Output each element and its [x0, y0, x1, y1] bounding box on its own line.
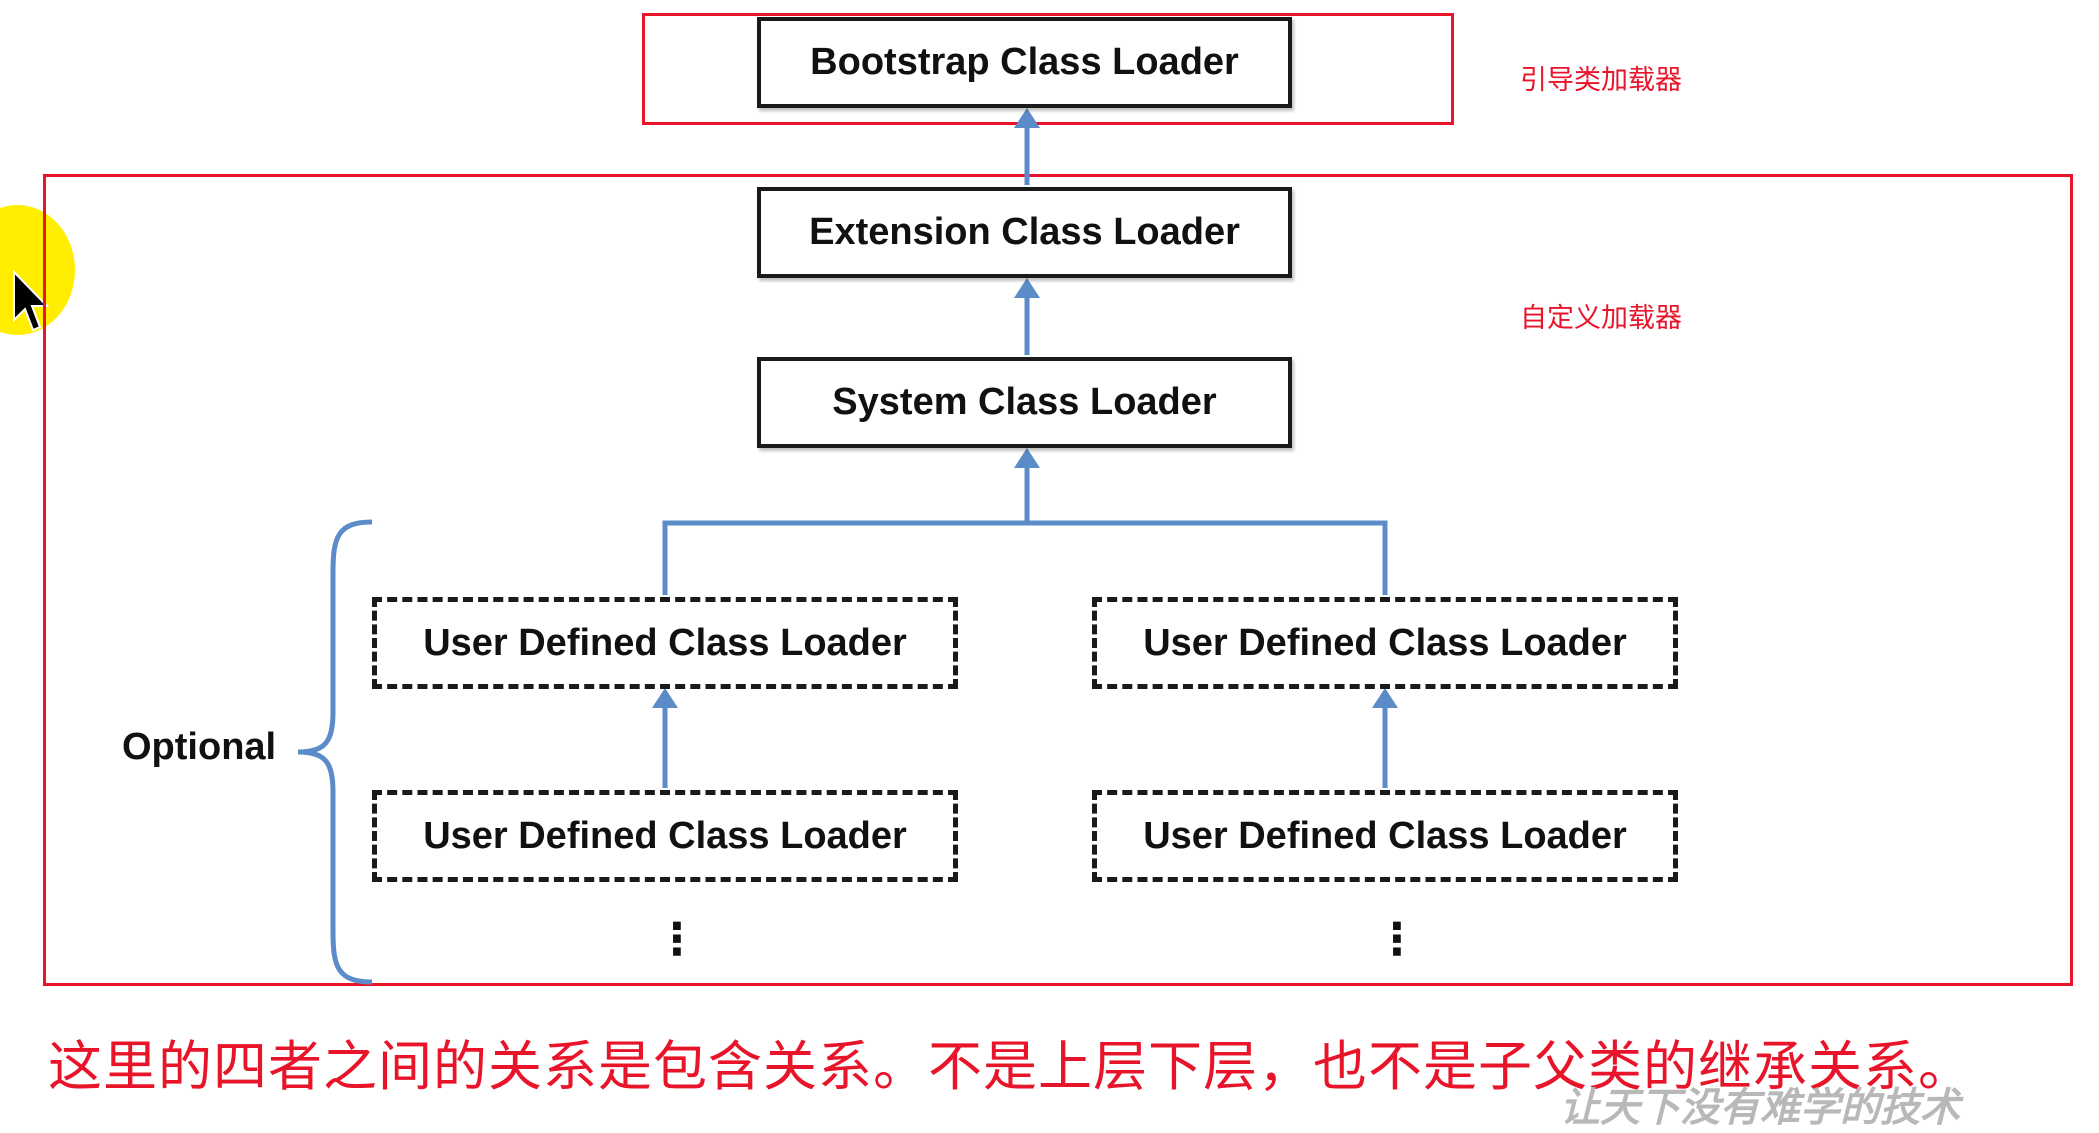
user-defined-class-loader-box: User Defined Class Loader — [372, 790, 958, 882]
user-defined-class-loader-box: User Defined Class Loader — [1092, 597, 1678, 689]
optional-label: Optional — [122, 726, 277, 768]
bootstrap-annotation: 引导类加载器 — [1520, 65, 1682, 96]
user-defined-class-loader-box: User Defined Class Loader — [1092, 790, 1678, 882]
extension-class-loader-box: Extension Class Loader — [757, 187, 1292, 278]
caption-text: 这里的四者之间的关系是包含关系。不是上层下层，也不是子父类的继承关系。 — [48, 1035, 1973, 1098]
continuation-dots: ⋮ — [1375, 915, 1419, 964]
bootstrap-frame — [642, 13, 1454, 125]
bootstrap-class-loader-box: Bootstrap Class Loader — [757, 17, 1292, 108]
watermark: 让天下没有难学的技术 — [1560, 1084, 1960, 1131]
custom-loader-annotation: 自定义加载器 — [1520, 303, 1682, 334]
optional-brace — [297, 519, 373, 985]
continuation-dots: ⋮ — [655, 915, 699, 964]
custom-loader-frame — [43, 174, 2073, 986]
system-class-loader-box: System Class Loader — [757, 357, 1292, 448]
user-defined-class-loader-box: User Defined Class Loader — [372, 597, 958, 689]
